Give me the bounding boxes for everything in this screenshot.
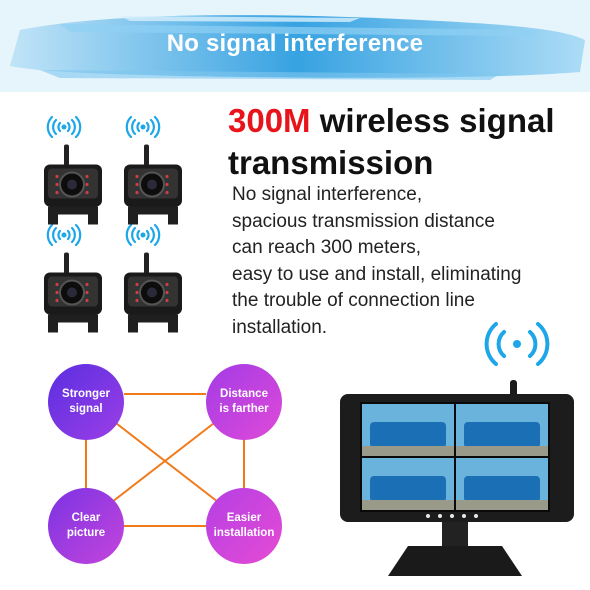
wifi-icon: [125, 223, 161, 246]
wifi-icon: [46, 223, 82, 246]
connector-lines: [85, 393, 245, 527]
feature-node-clear-picture: Clear picture: [48, 488, 124, 564]
feature-label: Distance: [220, 388, 268, 400]
feature-label: Clear: [71, 512, 101, 524]
wifi-icon: [125, 115, 161, 138]
feature-label: is farther: [219, 403, 269, 415]
description-line: No signal interference,: [232, 184, 423, 205]
feature-diagram: Stronger signal Distance is farther Clear p…: [0, 340, 320, 590]
feature-node-easier-installation: Easier installation: [206, 488, 282, 564]
monitor-icon: [340, 380, 574, 576]
brush-stroke-background: [0, 0, 590, 92]
camera-icon: [44, 252, 102, 333]
description-line: can reach 300 meters,: [232, 237, 422, 258]
wifi-icon: [46, 115, 82, 138]
headline-rest: wireless signal: [319, 102, 555, 139]
feature-label: Stronger: [62, 388, 110, 400]
feature-label: picture: [66, 527, 106, 539]
description: No signal interference, spacious transmi…: [232, 182, 582, 341]
camera-icon: [124, 252, 182, 333]
feature-label: installation: [213, 527, 275, 539]
header-banner: No signal interference: [0, 0, 590, 92]
wifi-icon: [484, 322, 550, 366]
description-line: the trouble of connection line: [232, 290, 475, 311]
feature-label: signal: [69, 403, 103, 415]
headline-line2: transmission: [228, 144, 434, 181]
camera-icon: [44, 144, 102, 225]
description-line: easy to use and install, eliminating: [232, 263, 522, 285]
description-line: installation.: [232, 316, 328, 338]
headline: 300M wireless signal transmission: [228, 100, 555, 184]
feature-label: Easier: [226, 512, 262, 524]
banner-title: No signal interference: [166, 30, 424, 57]
headline-accent: 300M: [228, 102, 311, 139]
feature-node-stronger-signal: Stronger signal: [48, 364, 124, 440]
camera-icon: [124, 144, 182, 225]
description-line: spacious transmission distance: [232, 210, 495, 232]
feature-node-distance-farther: Distance is farther: [206, 364, 282, 440]
